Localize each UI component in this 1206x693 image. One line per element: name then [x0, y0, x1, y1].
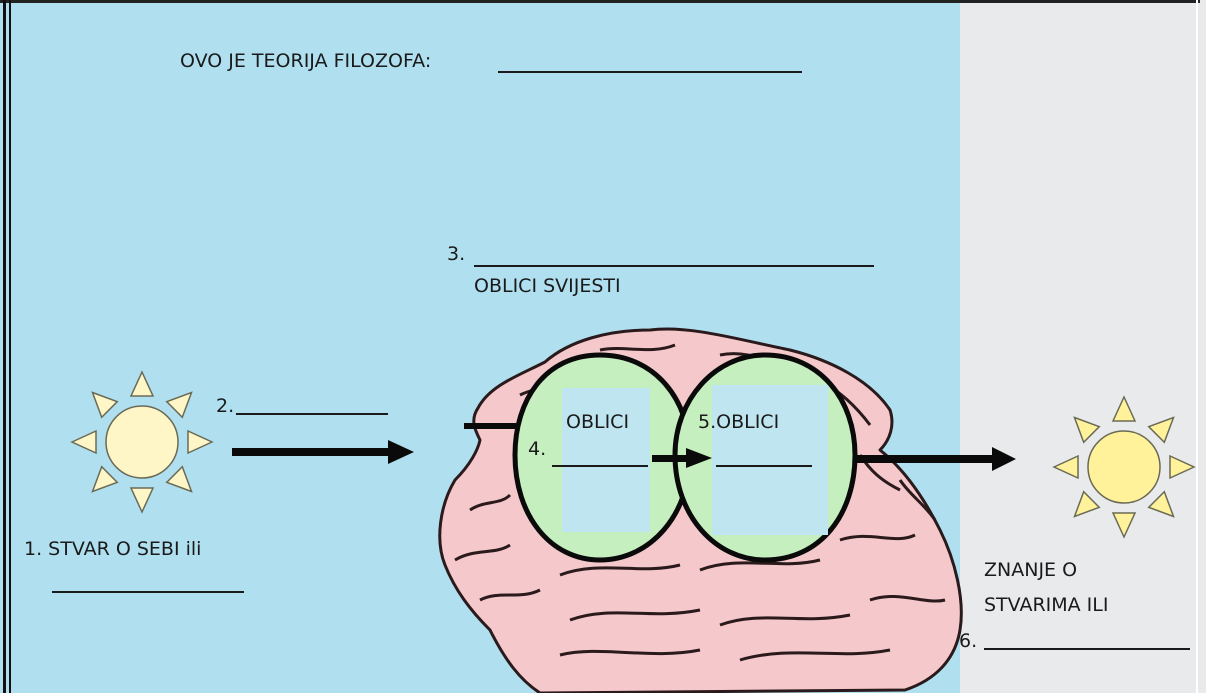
sun-ray — [131, 488, 153, 512]
sun-ray — [1113, 397, 1135, 421]
sun-ray — [1113, 513, 1135, 537]
item1-answer-line[interactable] — [52, 591, 244, 593]
sun-icon — [1054, 397, 1194, 537]
left-circle-title: OBLICI — [566, 413, 629, 432]
left-border-outer — [3, 0, 6, 693]
sun-ray — [1075, 418, 1100, 443]
right-circle-title: 5.OBLICI — [698, 413, 779, 432]
sun-ray — [167, 393, 192, 418]
sun-ray — [72, 431, 96, 453]
sun-ray — [188, 431, 212, 453]
sun-ray — [131, 372, 153, 396]
sun-ray — [93, 467, 118, 492]
item1-label: 1. STVAR O SEBI ili — [24, 540, 201, 559]
sun-disc — [1088, 431, 1160, 503]
sun-ray — [1170, 456, 1194, 478]
sun-ray — [1149, 492, 1174, 517]
right-border — [1196, 0, 1198, 693]
sun-ray — [167, 467, 192, 492]
item2-number: 2. — [216, 397, 234, 416]
sun-ray — [93, 393, 118, 418]
item3-answer-line[interactable] — [474, 265, 874, 267]
sun-ray — [1075, 492, 1100, 517]
worksheet-title: OVO JE TEORIJA FILOZOFA: — [180, 52, 431, 71]
arrow-right-icon — [232, 440, 414, 464]
sun-ray — [1054, 456, 1078, 478]
left-border-inner — [9, 0, 11, 693]
sun-icon — [72, 372, 212, 512]
top-border — [0, 0, 1200, 3]
item4-number: 4. — [528, 440, 546, 459]
knowledge-line-1: ZNANJE O — [984, 561, 1077, 580]
connector-bar — [464, 423, 516, 429]
item5-answer-line[interactable] — [716, 465, 812, 467]
item4-answer-line[interactable] — [552, 465, 648, 467]
item2-answer-line[interactable] — [236, 413, 388, 415]
knowledge-line-2: STVARIMA ILI — [984, 596, 1108, 615]
item3-caption: OBLICI SVIJESTI — [474, 277, 621, 296]
item6-number: 6. — [959, 632, 977, 651]
philosopher-answer-line[interactable] — [498, 71, 802, 73]
item6-answer-line[interactable] — [984, 648, 1190, 650]
sun-ray — [1149, 418, 1174, 443]
sun-disc — [106, 406, 178, 478]
item3-number: 3. — [447, 245, 465, 264]
